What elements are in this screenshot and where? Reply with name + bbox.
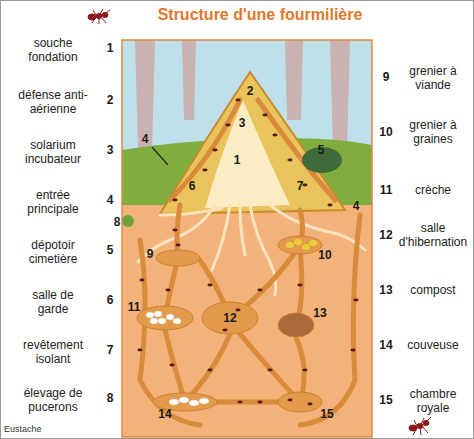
callout-number: 15: [320, 407, 333, 421]
ant: [327, 204, 332, 207]
callout-number: 10: [379, 125, 392, 139]
ant: [267, 369, 272, 372]
ant: [307, 403, 312, 406]
part-name: salle de garde: [24, 288, 82, 316]
callout-number: 4: [107, 193, 114, 207]
ant: [353, 299, 358, 302]
ant: [207, 369, 212, 372]
ant: [175, 244, 180, 247]
chambers: [137, 236, 322, 412]
callout-number: 5: [107, 243, 114, 257]
eggs: [146, 311, 209, 406]
picture-border: [122, 40, 372, 437]
callout-number: 1: [234, 153, 241, 167]
callout-number: 13: [379, 283, 392, 297]
part-name: solarium incubateur: [10, 138, 96, 166]
ant: [212, 149, 217, 152]
ant: [169, 364, 174, 367]
ant: [287, 399, 292, 402]
part-name: couveuse: [398, 338, 468, 352]
callout-number: 10: [318, 248, 331, 262]
callout-number: 7: [297, 179, 304, 193]
ant-icon: [88, 9, 110, 24]
callout-number: 9: [383, 70, 390, 84]
part-name: souche fondation: [10, 36, 96, 64]
callout-number: 4: [353, 199, 360, 213]
ant: [172, 199, 177, 202]
ant: [237, 401, 242, 404]
callout-number: 9: [147, 247, 154, 261]
ant: [137, 349, 142, 352]
ant: [165, 289, 170, 292]
ant: [202, 169, 207, 172]
callout-number: 15: [379, 393, 392, 407]
part-name: compost: [398, 283, 468, 297]
tunnels: [140, 100, 360, 425]
ant: [302, 369, 307, 372]
callout-number: 12: [223, 311, 236, 325]
ant: [272, 134, 277, 137]
callout-number: 11: [380, 183, 393, 197]
ant: [235, 309, 240, 312]
ant: [287, 159, 292, 162]
leader-line: [152, 147, 168, 165]
ant: [139, 279, 144, 282]
ant: [235, 99, 240, 102]
seeds: [286, 239, 317, 250]
ant: [257, 289, 262, 292]
ants: [137, 99, 358, 406]
ant: [297, 284, 302, 287]
callout-number: 12: [379, 228, 392, 242]
part-name: dépotoir cimetière: [10, 238, 96, 266]
callout-number: 14: [379, 338, 392, 352]
watermark: Eustache: [4, 424, 42, 434]
ant: [172, 229, 177, 232]
ant: [207, 284, 212, 287]
callout-number: 1: [107, 41, 114, 55]
soil: [122, 205, 372, 437]
ant-icon: [409, 417, 431, 435]
callout-number: 3: [239, 116, 246, 130]
callout-number: 5: [318, 143, 325, 157]
part-name: grenier à viande: [398, 64, 468, 92]
ant: [257, 401, 262, 404]
callout-number: 6: [107, 293, 114, 307]
part-name: entrée principale: [10, 188, 96, 216]
part-name: défense anti-aérienne: [10, 88, 96, 116]
stump: [205, 100, 290, 208]
aphid-plant: [122, 215, 134, 227]
ant: [350, 349, 355, 352]
part-name: salle d'hibernation: [396, 221, 470, 249]
part-name: élevage de pucerons: [10, 386, 96, 414]
callout-number: 7: [107, 343, 114, 357]
callout-number: 4: [142, 132, 149, 146]
callout-number: 11: [128, 300, 141, 314]
callout-number: 2: [247, 84, 254, 98]
title: Structure d'une fourmilière: [135, 6, 385, 24]
callout-number: 2: [107, 93, 114, 107]
ant: [262, 114, 267, 117]
ant: [222, 329, 227, 332]
part-name: crèche: [398, 183, 468, 197]
part-name: grenier à graines: [398, 118, 468, 146]
callout-number: 8: [107, 391, 114, 405]
mound: [160, 72, 345, 214]
ant: [225, 124, 230, 127]
callout-number: 6: [189, 179, 196, 193]
callout-number: 3: [107, 143, 114, 157]
callout-number: 8: [114, 215, 121, 229]
callout-number: 13: [313, 306, 326, 320]
part-name: revêtement isolant: [10, 338, 96, 366]
part-name: chambre royale: [398, 387, 468, 415]
callout-number: 14: [158, 407, 171, 421]
